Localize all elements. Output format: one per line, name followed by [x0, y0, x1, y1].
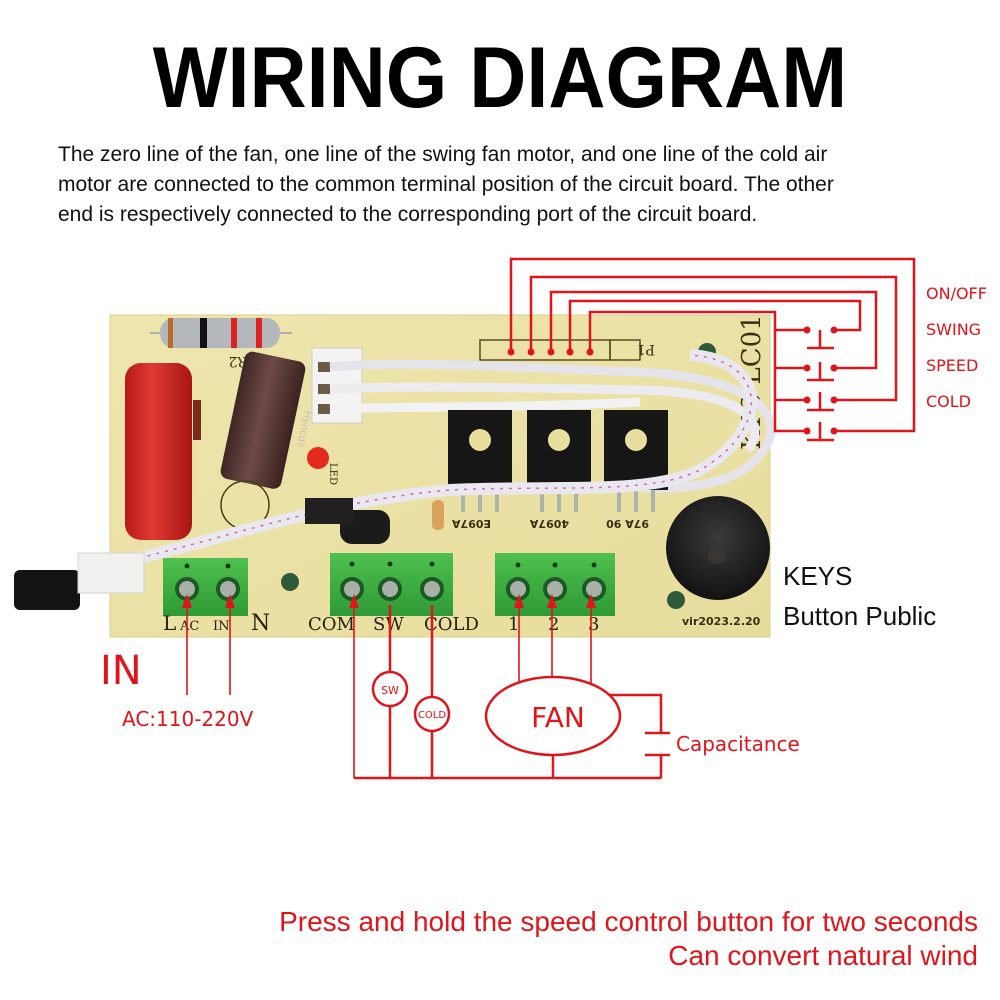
terminal-label: L: [163, 611, 176, 635]
terminal-label: N: [251, 611, 270, 636]
key-wires: [509, 257, 916, 433]
film-capacitor: [125, 363, 192, 540]
board-version-marking: vir2023.2.20: [682, 615, 761, 628]
input-wires: [182, 594, 235, 695]
terminal-label: AC: [179, 619, 199, 634]
terminal-label: COM: [308, 614, 355, 635]
small-resistor: [432, 500, 444, 530]
sw-motor-label: SW: [381, 684, 399, 697]
footer-note: Press and hold the speed control button …: [279, 905, 978, 973]
description: The zero line of the fan, one line of th…: [58, 140, 958, 230]
terminal-label: IN: [213, 619, 230, 634]
mounting-hole: [667, 591, 685, 609]
sw-motor-symbol: [371, 670, 409, 708]
key-label-onoff: ON/OFF: [926, 284, 987, 303]
key-label-swing: SWING: [926, 320, 981, 339]
terminal-block-input: [163, 558, 248, 616]
triac-label: 97A 90: [606, 517, 649, 530]
keys-common-label: KEYS: [783, 561, 852, 591]
capacitor-label: Capacitance: [676, 732, 800, 756]
triac: [527, 410, 591, 490]
p1-label: P1: [637, 341, 655, 357]
cold-motor-label: COLD: [418, 710, 446, 721]
footer-line: Can convert natural wind: [668, 940, 978, 971]
cold-motor-symbol: [413, 695, 451, 733]
terminal-label: 1: [508, 614, 519, 635]
description-line: end is respectively connected to the cor…: [58, 203, 758, 226]
led: [307, 447, 329, 469]
terminal-label: COLD: [424, 614, 479, 635]
power-resistor: [150, 318, 292, 348]
footer-line: Press and hold the speed control button …: [279, 906, 978, 937]
terminal-label: SW: [373, 614, 404, 635]
mounting-hole: [281, 573, 299, 591]
output-wires: [353, 605, 661, 780]
terminal-block-output: [330, 553, 453, 616]
plug-connector: [77, 552, 145, 594]
fan-motor-symbol: [484, 675, 622, 757]
input-label: IN: [100, 648, 142, 694]
triac-label: E097A: [452, 517, 491, 530]
triac-label: 4097A: [529, 517, 569, 530]
fan-wires: [518, 605, 670, 778]
key-switch-cold: [803, 422, 838, 442]
triac: [448, 410, 512, 490]
key-switch-onoff: [803, 326, 838, 350]
description-line: The zero line of the fan, one line of th…: [58, 143, 828, 166]
key-label-cold: COLD: [926, 392, 971, 411]
diode: [193, 400, 201, 440]
terminal-label: 2: [548, 614, 559, 635]
key-switch-swing: [803, 362, 838, 382]
terminal-label: 3: [588, 614, 599, 635]
key-label-speed: SPEED: [926, 356, 978, 375]
keys-common-label: Button Public: [783, 601, 936, 631]
input-voltage: AC:110-220V: [122, 707, 254, 731]
key-pin-dots: [507, 348, 594, 356]
ribbon-cable: [329, 359, 776, 493]
ir-receiver: [14, 570, 80, 610]
key-switch-speed: [803, 392, 838, 412]
fan-motor-label: FAN: [531, 701, 585, 734]
description-line: motor are connected to the common termin…: [58, 173, 834, 196]
led-label: LED: [327, 463, 338, 485]
page-title: WIRING DIAGRAM: [152, 30, 848, 126]
